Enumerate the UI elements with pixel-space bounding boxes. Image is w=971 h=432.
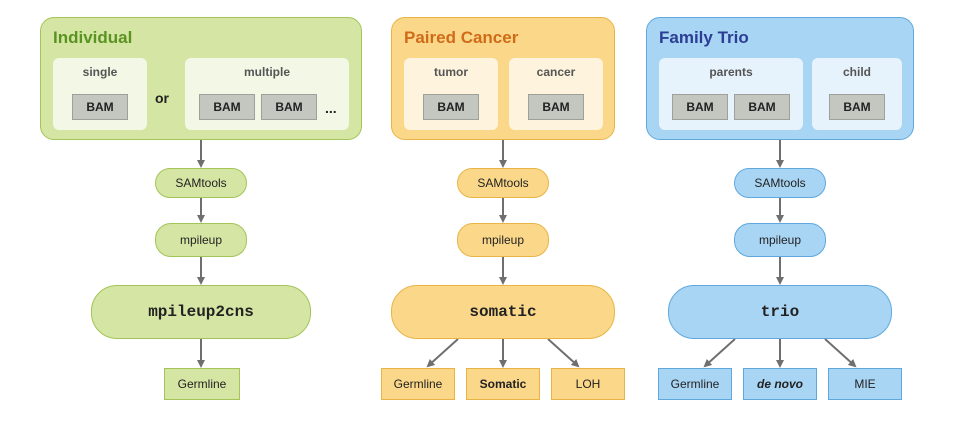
loh-output: LOH	[551, 368, 625, 400]
arrow	[824, 338, 857, 368]
samtools-step: SAMtools	[155, 168, 247, 198]
de-novo-output: de novo	[743, 368, 817, 400]
somatic-output: Somatic	[466, 368, 540, 400]
individual-panel: Individual single BAM or multiple BAM BA…	[40, 17, 362, 140]
individual-title: Individual	[53, 28, 133, 47]
germline-output: Germline	[164, 368, 240, 400]
bam-box: BAM	[199, 94, 255, 120]
single-label: single	[82, 65, 118, 79]
somatic-command: somatic	[391, 285, 615, 339]
paired-cancer-title: Paired Cancer	[404, 28, 519, 47]
trio-command: trio	[668, 285, 892, 339]
bam-box: BAM	[72, 94, 128, 120]
or-label: or	[155, 90, 169, 106]
mpileup-step: mpileup	[457, 223, 549, 257]
bam-box: BAM	[829, 94, 885, 120]
family-trio-title: Family Trio	[659, 28, 749, 47]
family-trio-panel: Family Trio parents BAM BAM child BAM	[646, 17, 914, 140]
paired-cancer-panel: Paired Cancer tumor BAM cancer BAM	[391, 17, 615, 140]
bam-box: BAM	[261, 94, 317, 120]
arrow	[426, 338, 459, 368]
cancer-group: cancer BAM	[509, 58, 603, 130]
single-group: single BAM	[53, 58, 147, 130]
bam-box: BAM	[423, 94, 479, 120]
samtools-step: SAMtools	[457, 168, 549, 198]
parents-label: parents	[709, 65, 753, 79]
parents-group: parents BAM BAM	[659, 58, 803, 130]
mpileup-step: mpileup	[155, 223, 247, 257]
tumor-label: tumor	[434, 65, 468, 79]
bam-box: BAM	[734, 94, 790, 120]
bam-box: BAM	[672, 94, 728, 120]
cancer-label: cancer	[536, 65, 576, 79]
germline-output: Germline	[381, 368, 455, 400]
mie-output: MIE	[828, 368, 902, 400]
child-label: child	[842, 65, 871, 79]
mpileup2cns-command: mpileup2cns	[91, 285, 311, 339]
bam-box: BAM	[528, 94, 584, 120]
multiple-group: multiple BAM BAM ...	[185, 58, 349, 130]
samtools-step: SAMtools	[734, 168, 826, 198]
germline-output: Germline	[658, 368, 732, 400]
arrow	[547, 338, 580, 368]
mpileup-step: mpileup	[734, 223, 826, 257]
multiple-label: multiple	[243, 65, 290, 79]
ellipsis: ...	[325, 100, 337, 116]
child-group: child BAM	[812, 58, 902, 130]
tumor-group: tumor BAM	[404, 58, 498, 130]
arrow	[703, 338, 736, 368]
